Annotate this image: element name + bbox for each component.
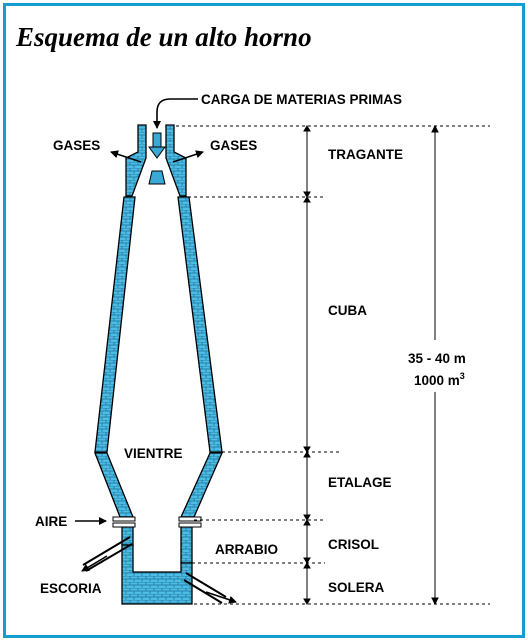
aire-label: AIRE [35, 514, 67, 529]
level-lines [176, 125, 490, 605]
zone-cuba-label: CUBA [328, 303, 367, 318]
vientre-label: VIENTRE [124, 446, 183, 461]
furnace-left-wall [94, 124, 147, 546]
charge-arrow [153, 98, 198, 129]
zone-etalage-label: ETALAGE [328, 475, 392, 490]
zone-crisol-label: CRISOL [328, 537, 379, 552]
charge-label: CARGA DE MATERIAS PRIMAS [201, 92, 402, 107]
total-height-arrow [431, 124, 439, 606]
volume-label: 1000 m3 [414, 371, 465, 388]
gas-arrow-left [110, 150, 142, 163]
pig-iron-arrow [205, 591, 237, 604]
volume-exponent: 3 [460, 371, 465, 381]
charging-bell [148, 132, 166, 185]
gases-left-label: GASES [53, 138, 100, 153]
zone-solera-label: SOLERA [328, 580, 385, 595]
gas-arrow-right [172, 150, 204, 163]
diagram-frame [3, 3, 525, 638]
slag-tap-pipe [82, 536, 133, 572]
furnace-hearth [121, 544, 193, 605]
height-range-label: 35 - 40 m [408, 351, 466, 366]
pig-iron-tap-pipe [183, 572, 227, 604]
diagram-title: Esquema de un alto horno [16, 22, 312, 52]
gases-right-label: GASES [210, 138, 257, 153]
volume-value: 1000 m [414, 373, 460, 388]
zone-dimension-arrows [303, 125, 311, 605]
arrabio-label: ARRABIO [215, 542, 278, 557]
zone-tragante-label: TRAGANTE [328, 147, 403, 162]
escoria-label: ESCORIA [40, 581, 102, 596]
tuyere-right [178, 516, 202, 528]
tuyere-left [112, 516, 136, 528]
furnace-right-wall [165, 124, 223, 564]
slag-arrow [81, 555, 108, 572]
